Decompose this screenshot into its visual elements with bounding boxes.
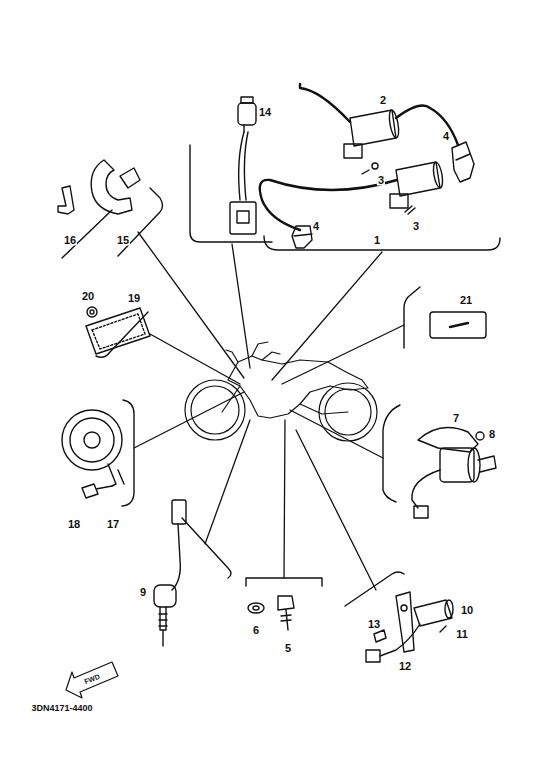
main-switch bbox=[412, 428, 496, 519]
horn bbox=[62, 410, 124, 498]
screw bbox=[362, 163, 415, 214]
sidestand-switch bbox=[366, 592, 453, 662]
callout-number: 15 bbox=[116, 235, 130, 246]
callout-number: 4 bbox=[442, 131, 450, 142]
callout-number: 21 bbox=[459, 295, 473, 306]
callout-number: 16 bbox=[63, 235, 77, 246]
reflector bbox=[430, 312, 486, 338]
callout-number: 2 bbox=[379, 95, 387, 106]
callout-number: 3 bbox=[412, 221, 420, 232]
fwd-arrow bbox=[66, 662, 118, 698]
callout-number: 9 bbox=[139, 587, 147, 598]
group-bracket bbox=[246, 578, 322, 586]
group-bracket bbox=[345, 572, 404, 606]
group-bracket bbox=[182, 518, 231, 578]
switch-part bbox=[230, 97, 256, 234]
callout-number: 19 bbox=[127, 293, 141, 304]
callout-number: 17 bbox=[106, 519, 120, 530]
bracket-part bbox=[58, 160, 140, 214]
callout-number: 13 bbox=[367, 619, 381, 630]
callout-number: 5 bbox=[284, 643, 292, 654]
callout-number: 20 bbox=[81, 291, 95, 302]
drawing-code: 3DN4171-4400 bbox=[30, 704, 93, 713]
motorcycle bbox=[185, 342, 377, 441]
callout-number: 1 bbox=[373, 235, 381, 246]
reflector bbox=[86, 307, 150, 354]
callout-number: 10 bbox=[460, 605, 474, 616]
callout-number: 11 bbox=[455, 629, 469, 640]
group-bracket bbox=[122, 400, 134, 506]
group-bracket bbox=[383, 405, 400, 502]
plug-cap bbox=[292, 142, 474, 248]
callout-number: 3 bbox=[377, 175, 385, 186]
callout-number: 4 bbox=[312, 221, 320, 232]
group-bracket bbox=[62, 188, 163, 258]
group-bracket bbox=[404, 287, 420, 348]
callout-number: 8 bbox=[488, 429, 496, 440]
callout-number: 6 bbox=[252, 625, 260, 636]
callout-number: 18 bbox=[67, 519, 81, 530]
callout-number: 7 bbox=[452, 413, 460, 424]
leader-line bbox=[134, 232, 404, 590]
callout-number: 14 bbox=[258, 107, 272, 118]
ignition-coil bbox=[260, 84, 458, 230]
neutral-switch bbox=[154, 500, 186, 646]
callout-number: 12 bbox=[398, 661, 412, 672]
